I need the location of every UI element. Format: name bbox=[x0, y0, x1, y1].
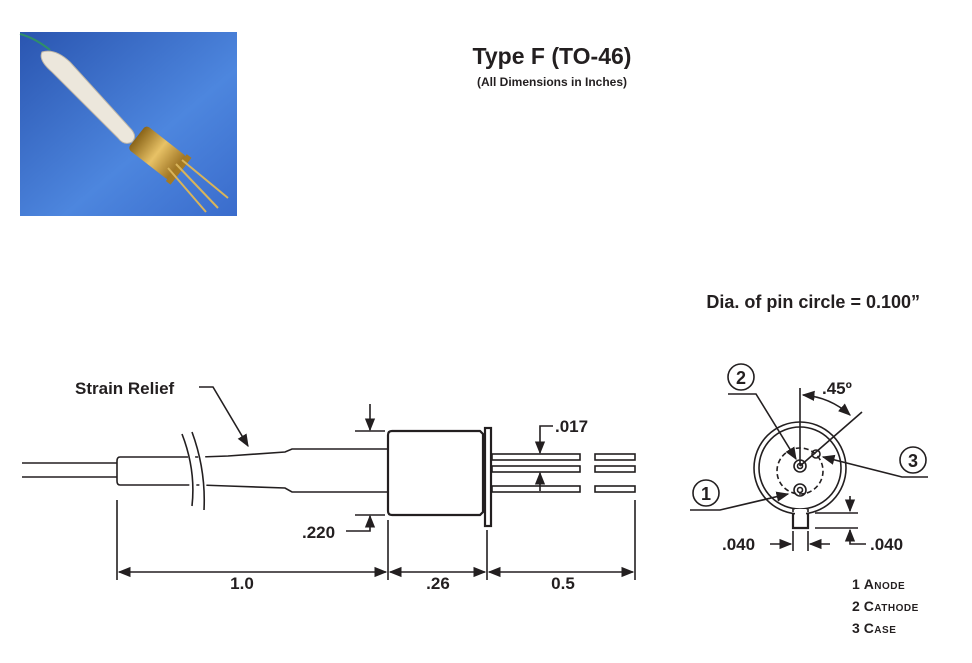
dim-length-can: .26 bbox=[426, 574, 450, 593]
legend-item-2: 2 Cathode bbox=[852, 598, 919, 614]
dim-length-cable: 1.0 bbox=[230, 574, 254, 593]
dim-tab-height: .040 bbox=[870, 535, 903, 554]
page-subtitle: (All Dimensions in Inches) bbox=[477, 75, 627, 89]
flange bbox=[483, 426, 493, 528]
strain-relief-label: Strain Relief bbox=[75, 379, 175, 398]
dim-pin: .017 bbox=[555, 417, 588, 436]
legend-item-3: 3 Case bbox=[852, 620, 896, 636]
callout-1: 1 bbox=[701, 484, 711, 504]
side-view: Strain Relief .220 .017 1.0 .26 0.5 bbox=[22, 379, 636, 593]
angle-label: .45º bbox=[822, 379, 852, 398]
dim-length-pins: 0.5 bbox=[551, 574, 575, 593]
pins bbox=[491, 453, 636, 493]
pin-circle-note: Dia. of pin circle = 0.100” bbox=[706, 292, 920, 312]
pin-3 bbox=[811, 449, 821, 459]
pin-1 bbox=[796, 486, 804, 494]
legend-item-1: 1 Anode bbox=[852, 576, 905, 592]
product-photo bbox=[19, 32, 237, 216]
callout-2: 2 bbox=[736, 368, 746, 388]
dim-diameter: .220 bbox=[302, 523, 335, 542]
pin-legend: 1 Anode 2 Cathode 3 Case bbox=[852, 576, 919, 636]
can-body bbox=[386, 429, 485, 517]
end-view: .45º 2 3 1 .040 .040 bbox=[690, 363, 928, 554]
dim-tab-width: .040 bbox=[722, 535, 755, 554]
break-symbol bbox=[181, 431, 206, 511]
page-title: Type F (TO-46) bbox=[473, 43, 632, 69]
callout-3: 3 bbox=[908, 451, 918, 471]
